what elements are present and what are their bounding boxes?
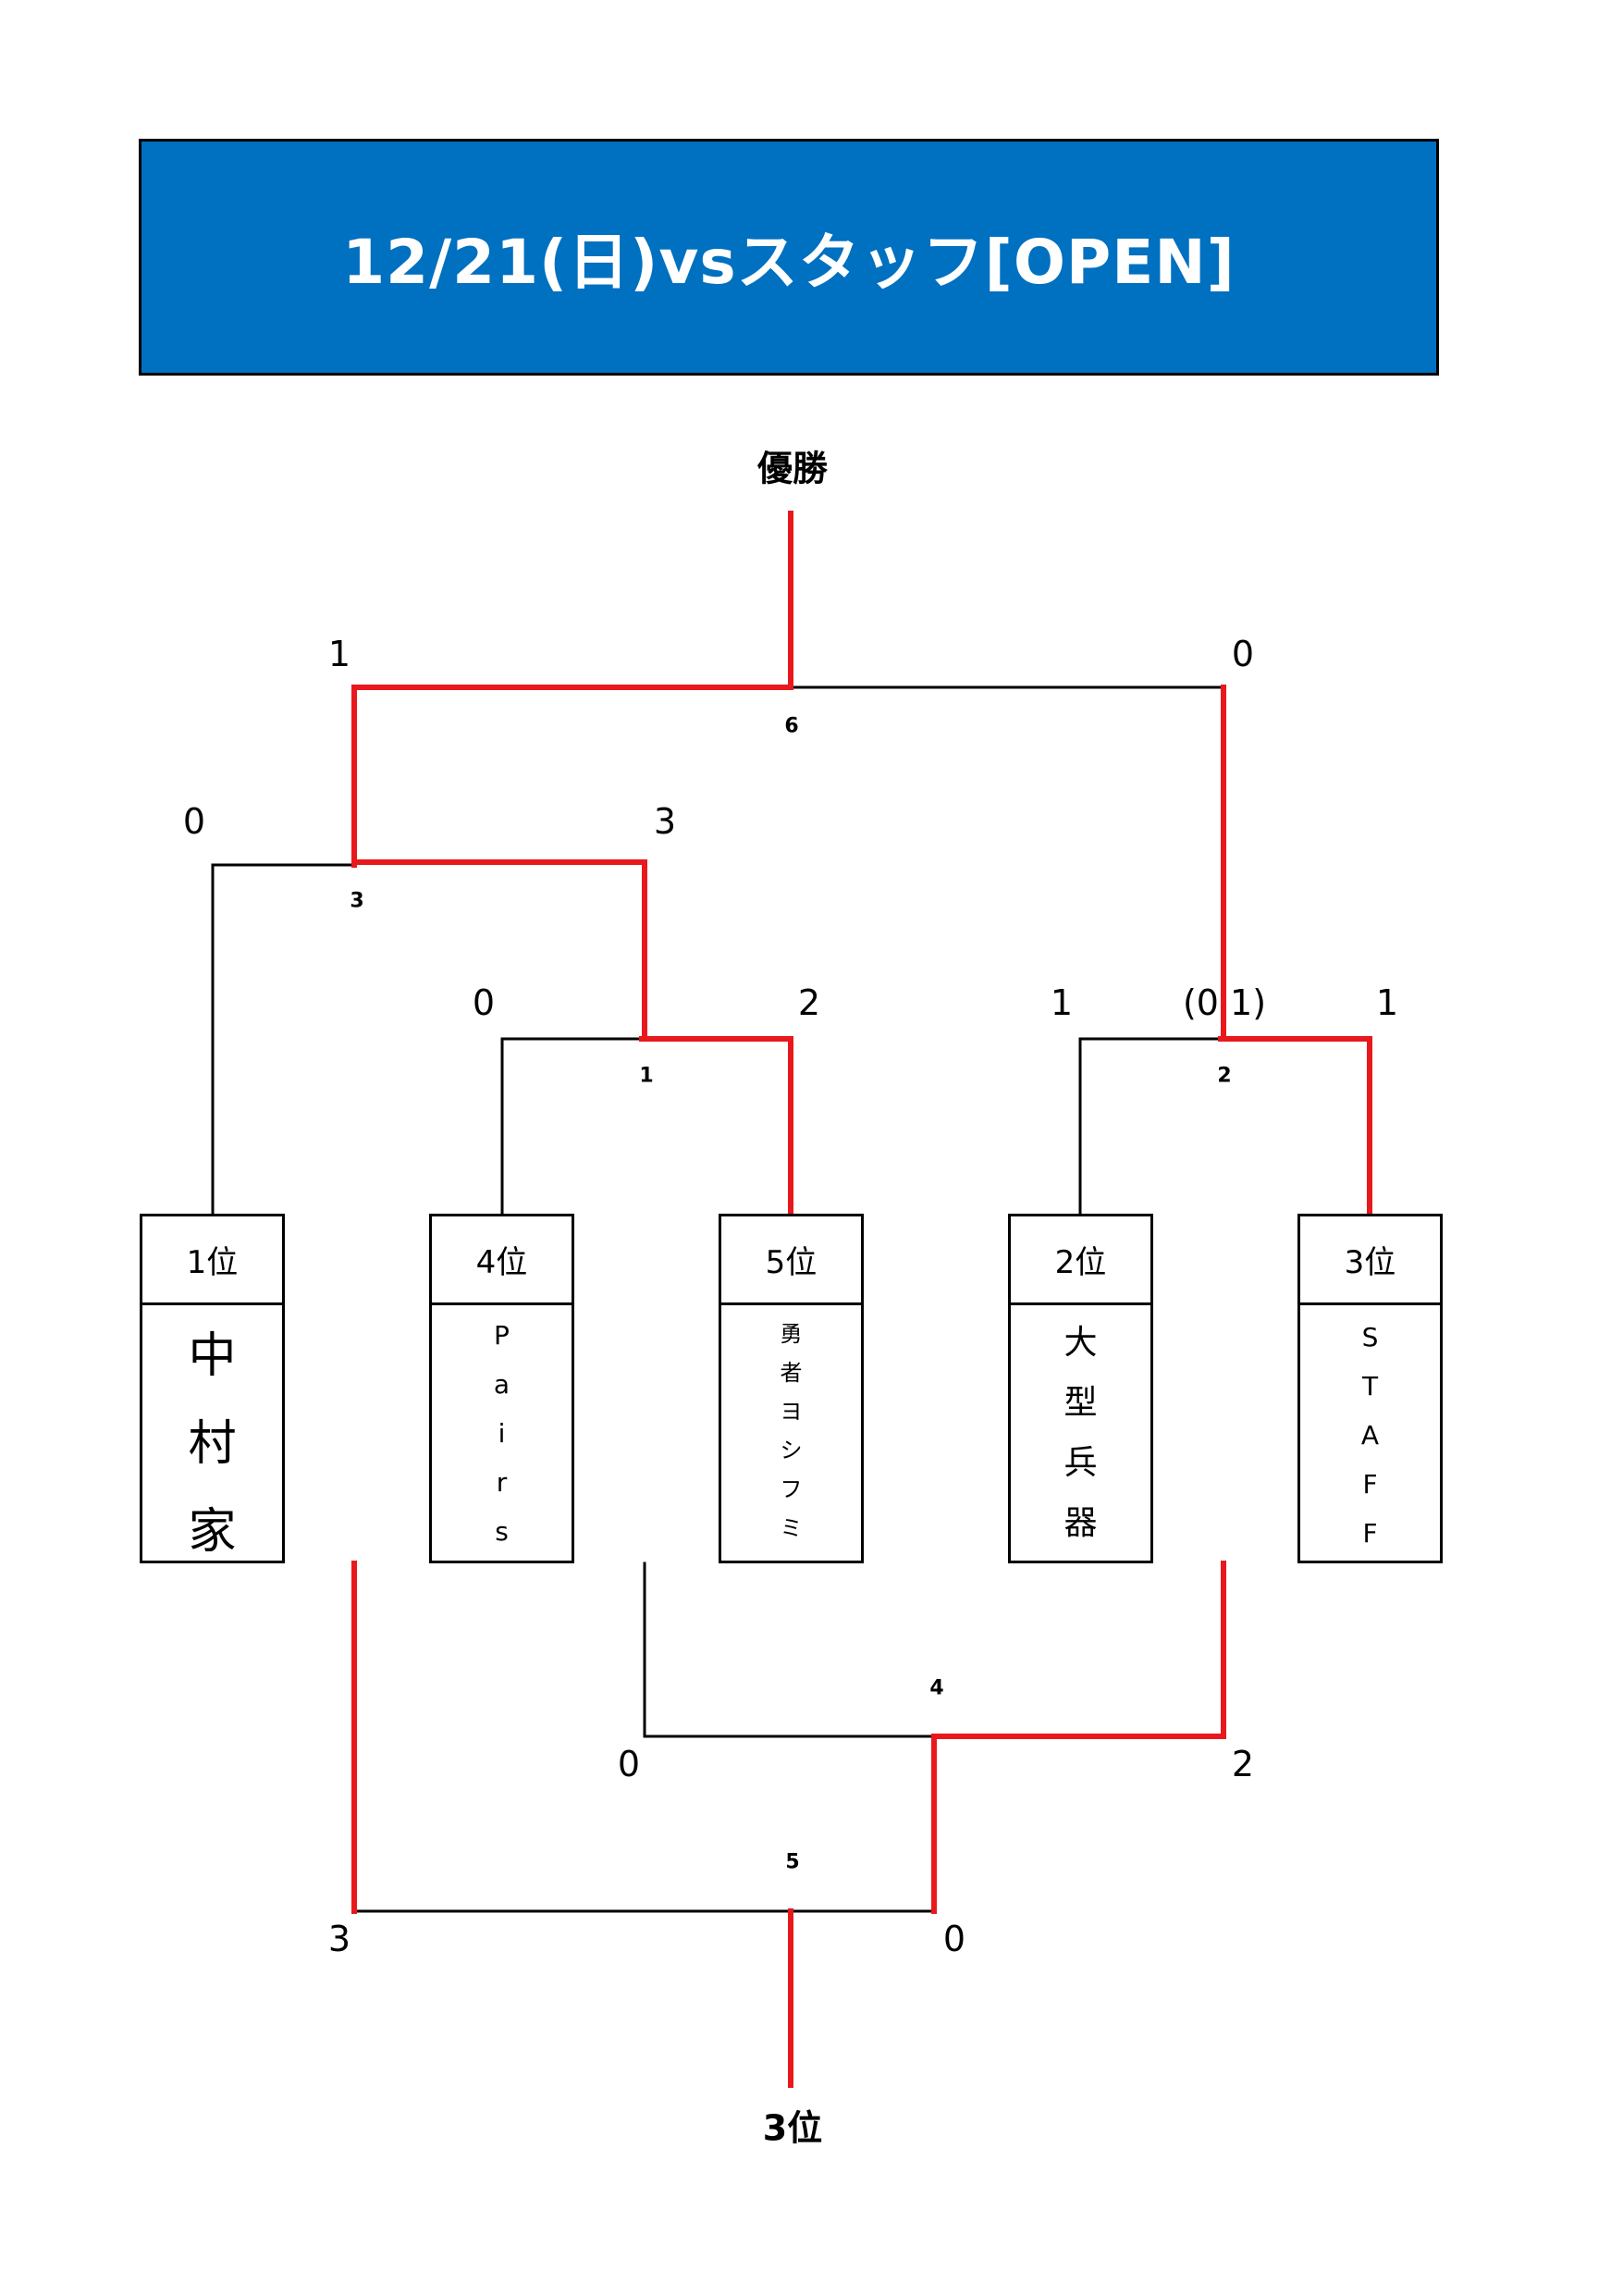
match2-left-score: 1 <box>1050 982 1074 1023</box>
match4-left-score: 0 <box>617 1744 641 1784</box>
team-name-char: s <box>495 1516 509 1547</box>
team-name-char: P <box>494 1320 510 1351</box>
team-name-char: 器 <box>1064 1504 1098 1542</box>
line-m4-right <box>931 1561 1226 1739</box>
team-name-char: 中 <box>188 1328 237 1384</box>
team-name-char: i <box>498 1418 506 1449</box>
team-rank: 1位 <box>142 1216 282 1305</box>
line-m3-left <box>211 863 356 1216</box>
final-right-score: 0 <box>1231 634 1255 674</box>
team-rank: 5位 <box>721 1216 861 1305</box>
team-rank: 4位 <box>432 1216 572 1305</box>
team-name: 大 型 兵 器 <box>1011 1305 1150 1553</box>
team-name-char: 家 <box>188 1504 237 1560</box>
match-number-5: 5 <box>785 1850 800 1874</box>
team-box-1: 1位 中 村 家 <box>140 1214 285 1563</box>
line-m4-left <box>643 1562 936 1738</box>
match2-tiebreak-note: (0 1) <box>1182 982 1267 1023</box>
team-name-char: 者 <box>780 1360 803 1386</box>
team-box-4: 2位 大 型 兵 器 <box>1008 1214 1153 1563</box>
match2-right-score: 1 <box>1375 982 1399 1023</box>
line-m3-right <box>351 859 647 1042</box>
team-name-char: A <box>1360 1420 1380 1450</box>
line-m6-left <box>351 685 793 868</box>
champion-label: 優勝 <box>756 448 829 489</box>
match3-right-score: 3 <box>653 801 677 842</box>
team-name-char: a <box>493 1369 510 1400</box>
match1-left-score: 0 <box>472 982 496 1023</box>
line-m2-right <box>1218 1036 1372 1216</box>
line-m1-right <box>639 1036 793 1216</box>
team-name-char: 型 <box>1064 1384 1098 1422</box>
page-title: 12/21(日)vsスタッフ[OPEN] <box>342 227 1236 298</box>
match5-left-score: 3 <box>327 1919 351 1959</box>
title-banner: 12/21(日)vsスタッフ[OPEN] <box>139 139 1439 376</box>
match1-right-score: 2 <box>797 982 821 1023</box>
match5-right-score: 0 <box>942 1919 966 1959</box>
match-number-3: 3 <box>350 889 364 913</box>
final-left-score: 1 <box>327 634 351 674</box>
team-name: 中 村 家 <box>142 1305 282 1576</box>
team-name: P a i r s <box>432 1305 572 1556</box>
team-box-3: 5位 勇 者 ヨ シ フ ミ <box>719 1214 864 1563</box>
team-name-char: T <box>1361 1371 1379 1401</box>
match3-left-score: 0 <box>182 801 206 842</box>
team-name-char: F <box>1362 1469 1378 1500</box>
match-number-2: 2 <box>1217 1064 1232 1088</box>
line-m2-left <box>1078 1037 1225 1216</box>
team-name-char: 勇 <box>780 1321 803 1347</box>
match4-right-score: 2 <box>1231 1744 1255 1784</box>
team-name-char: 兵 <box>1064 1444 1098 1482</box>
team-name-char: シ <box>780 1438 803 1463</box>
team-rank: 2位 <box>1011 1216 1150 1305</box>
line-m1-left <box>500 1037 646 1216</box>
team-name-char: ヨ <box>780 1399 803 1425</box>
team-name-char: F <box>1362 1518 1378 1549</box>
team-name: 勇 者 ヨ シ フ ミ <box>721 1305 861 1548</box>
team-name-char: ミ <box>780 1515 803 1541</box>
match-number-6: 6 <box>784 714 799 738</box>
team-rank: 3位 <box>1300 1216 1440 1305</box>
third-place-label: 3位 <box>762 2107 823 2149</box>
team-name-char: S <box>1361 1322 1379 1352</box>
team-name-char: 村 <box>188 1416 237 1472</box>
match-number-4: 4 <box>929 1676 944 1700</box>
team-name-char: r <box>496 1467 508 1498</box>
team-box-5: 3位 S T A F F <box>1297 1214 1443 1563</box>
team-name-char: 大 <box>1064 1324 1098 1362</box>
team-name: S T A F F <box>1300 1305 1440 1558</box>
match-number-1: 1 <box>639 1064 654 1088</box>
team-box-2: 4位 P a i r s <box>429 1214 574 1563</box>
team-name-char: フ <box>780 1476 803 1502</box>
